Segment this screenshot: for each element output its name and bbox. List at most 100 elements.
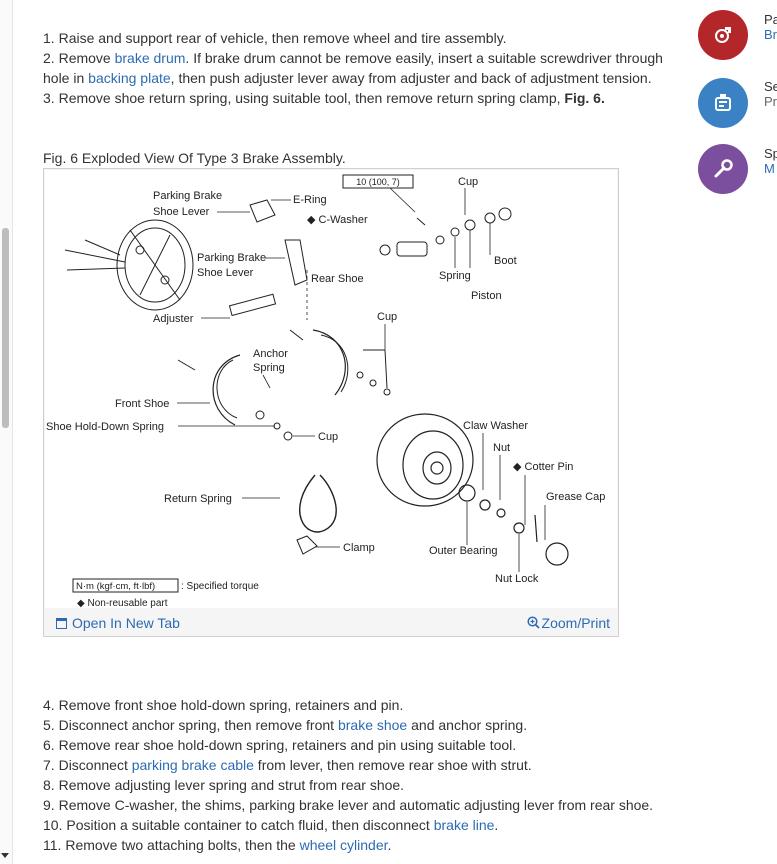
step-text: Disconnect anchor spring, then remove fr… xyxy=(58,717,338,733)
step-text: Remove front shoe hold-down spring, reta… xyxy=(58,697,404,713)
step-text: Remove C-washer, the shims, parking brak… xyxy=(58,797,654,813)
step-text: from lever, then remove rear shoe with s… xyxy=(253,757,532,773)
steps-list-bottom: 4. Remove front shoe hold-down spring, r… xyxy=(43,695,668,855)
step-text: Raise and support rear of vehicle, then … xyxy=(58,30,507,46)
scrollbar-thumb[interactable] xyxy=(2,228,9,428)
step-text: Remove xyxy=(58,50,115,66)
return-spring-drawing xyxy=(299,474,337,533)
label-adjuster: Adjuster xyxy=(153,313,194,325)
step-text: and anchor spring. xyxy=(407,717,528,733)
adjuster-drawing xyxy=(228,293,277,317)
open-new-tab-label: Open In New Tab xyxy=(72,615,180,631)
procedure-step: 6. Remove rear shoe hold-down spring, re… xyxy=(43,735,668,755)
related-item-1-link[interactable]: Br xyxy=(764,27,777,42)
step-number: 11. xyxy=(43,837,62,853)
procedure-step: 7. Disconnect parking brake cable from l… xyxy=(43,755,668,775)
procedure-step: 9. Remove C-washer, the shims, parking b… xyxy=(43,795,668,815)
step-text: Remove two attaching bolts, then the xyxy=(65,837,300,853)
steps-list-top: 1. Raise and support rear of vehicle, th… xyxy=(43,28,668,108)
zoom-print-link[interactable]: Zoom/Print xyxy=(526,615,610,631)
step-number: 10. xyxy=(43,817,63,833)
procedure-step: 1. Raise and support rear of vehicle, th… xyxy=(43,28,668,48)
step-number: 8. xyxy=(43,777,55,793)
step-figure-ref: Fig. 6. xyxy=(564,90,605,106)
label-piston: Piston xyxy=(471,290,502,302)
label-shoe-lever-2: Shoe Lever xyxy=(197,267,254,279)
label-parking-brake-1: Parking Brake xyxy=(153,190,222,202)
step-link[interactable]: backing plate xyxy=(88,70,171,86)
label-c-washer: ◆ C-Washer xyxy=(307,214,368,226)
scroll-down-arrow-icon[interactable] xyxy=(1,853,9,858)
procedure-step: 3. Remove shoe return spring, using suit… xyxy=(43,88,668,108)
step-text: Disconnect xyxy=(58,757,132,773)
label-outer-bearing: Outer Bearing xyxy=(429,545,497,557)
related-links-panel: Pa Br Se Pr Sp M xyxy=(698,0,777,864)
figure-caption: Fig. 6 Exploded View Of Type 3 Brake Ass… xyxy=(43,150,346,166)
step-text: , then push adjuster lever away from adj… xyxy=(170,70,652,86)
step-number: 4. xyxy=(43,697,55,713)
procedure-step: 5. Disconnect anchor spring, then remove… xyxy=(43,715,668,735)
wrench-icon xyxy=(714,159,733,178)
label-return-spring: Return Spring xyxy=(164,493,232,505)
step-text: Remove shoe return spring, using suitabl… xyxy=(58,90,565,106)
brake-drum-drawing xyxy=(376,413,474,507)
label-cup-top: Cup xyxy=(458,176,478,188)
label-parking-brake-2: Parking Brake xyxy=(197,252,266,264)
label-shoe-hold-down-spring: Shoe Hold-Down Spring xyxy=(46,421,164,433)
legend-nonreusable: ◆ Non-reusable part xyxy=(77,598,168,608)
related-item-2[interactable] xyxy=(698,78,748,128)
legend-box xyxy=(72,578,179,593)
step-number: 3. xyxy=(43,90,55,106)
label-claw-washer: Claw Washer xyxy=(463,420,528,432)
label-spring: Spring xyxy=(439,270,471,282)
procedure-step: 4. Remove front shoe hold-down spring, r… xyxy=(43,695,668,715)
figure-footer: Open In New Tab Zoom/Print xyxy=(44,610,618,636)
label-rear-shoe: Rear Shoe xyxy=(311,273,364,285)
label-boot: Boot xyxy=(494,255,517,267)
related-item-2-title: Se xyxy=(764,79,777,94)
related-item-3-text[interactable]: Sp M xyxy=(764,146,777,176)
step-link[interactable]: brake shoe xyxy=(337,717,408,733)
step-link[interactable]: parking brake cable xyxy=(131,757,254,773)
step-link[interactable]: brake drum xyxy=(114,50,186,66)
label-grease-cap: Grease Cap xyxy=(546,491,605,503)
step-number: 1. xyxy=(43,30,55,46)
rear-shoe-drawing xyxy=(312,329,346,396)
zoom-print-label: Zoom/Print xyxy=(541,615,610,631)
label-spring-anchor: Spring xyxy=(253,362,285,374)
step-number: 2. xyxy=(43,50,55,66)
figure-panel: 10 (100, 7) Cup Parking Brake Shoe Lever… xyxy=(43,168,619,637)
step-text: . xyxy=(387,837,392,853)
label-cup-low: Cup xyxy=(318,431,338,443)
label-anchor: Anchor xyxy=(253,348,288,360)
open-new-tab-icon xyxy=(56,618,67,629)
label-torque: 10 (100, 7) xyxy=(356,177,400,187)
torque-box xyxy=(342,174,414,189)
open-new-tab-link[interactable]: Open In New Tab xyxy=(56,615,180,631)
step-text: Remove rear shoe hold-down spring, retai… xyxy=(58,737,517,753)
procedure-step: 2. Remove brake drum. If brake drum cann… xyxy=(43,48,668,88)
label-cotter-pin: ◆ Cotter Pin xyxy=(513,461,573,473)
front-shoe-drawing xyxy=(212,354,241,426)
label-nut: Nut xyxy=(493,442,510,454)
label-front-shoe: Front Shoe xyxy=(115,398,169,410)
service-manual-icon xyxy=(715,94,731,111)
step-link[interactable]: wheel cylinder xyxy=(299,837,388,853)
step-number: 9. xyxy=(43,797,55,813)
parking-lever-drawing xyxy=(249,199,308,286)
related-item-1[interactable] xyxy=(698,10,748,60)
backing-plate-drawing xyxy=(64,219,194,311)
step-number: 5. xyxy=(43,717,55,733)
related-item-3-link[interactable]: M xyxy=(764,161,775,176)
step-number: 7. xyxy=(43,757,55,773)
clamp-drawing xyxy=(296,535,318,555)
label-clamp: Clamp xyxy=(343,542,375,554)
related-item-1-text[interactable]: Pa Br xyxy=(764,12,777,42)
label-nut-lock: Nut Lock xyxy=(495,573,539,585)
related-item-3[interactable] xyxy=(698,144,748,194)
legend-torque: : Specified torque xyxy=(181,581,259,592)
left-scrollbar[interactable] xyxy=(0,0,13,864)
step-link[interactable]: brake line xyxy=(433,817,495,833)
brake-assembly-diagram: 10 (100, 7) Cup Parking Brake Shoe Lever… xyxy=(45,170,617,609)
related-item-2-text[interactable]: Se Pr xyxy=(764,79,777,109)
